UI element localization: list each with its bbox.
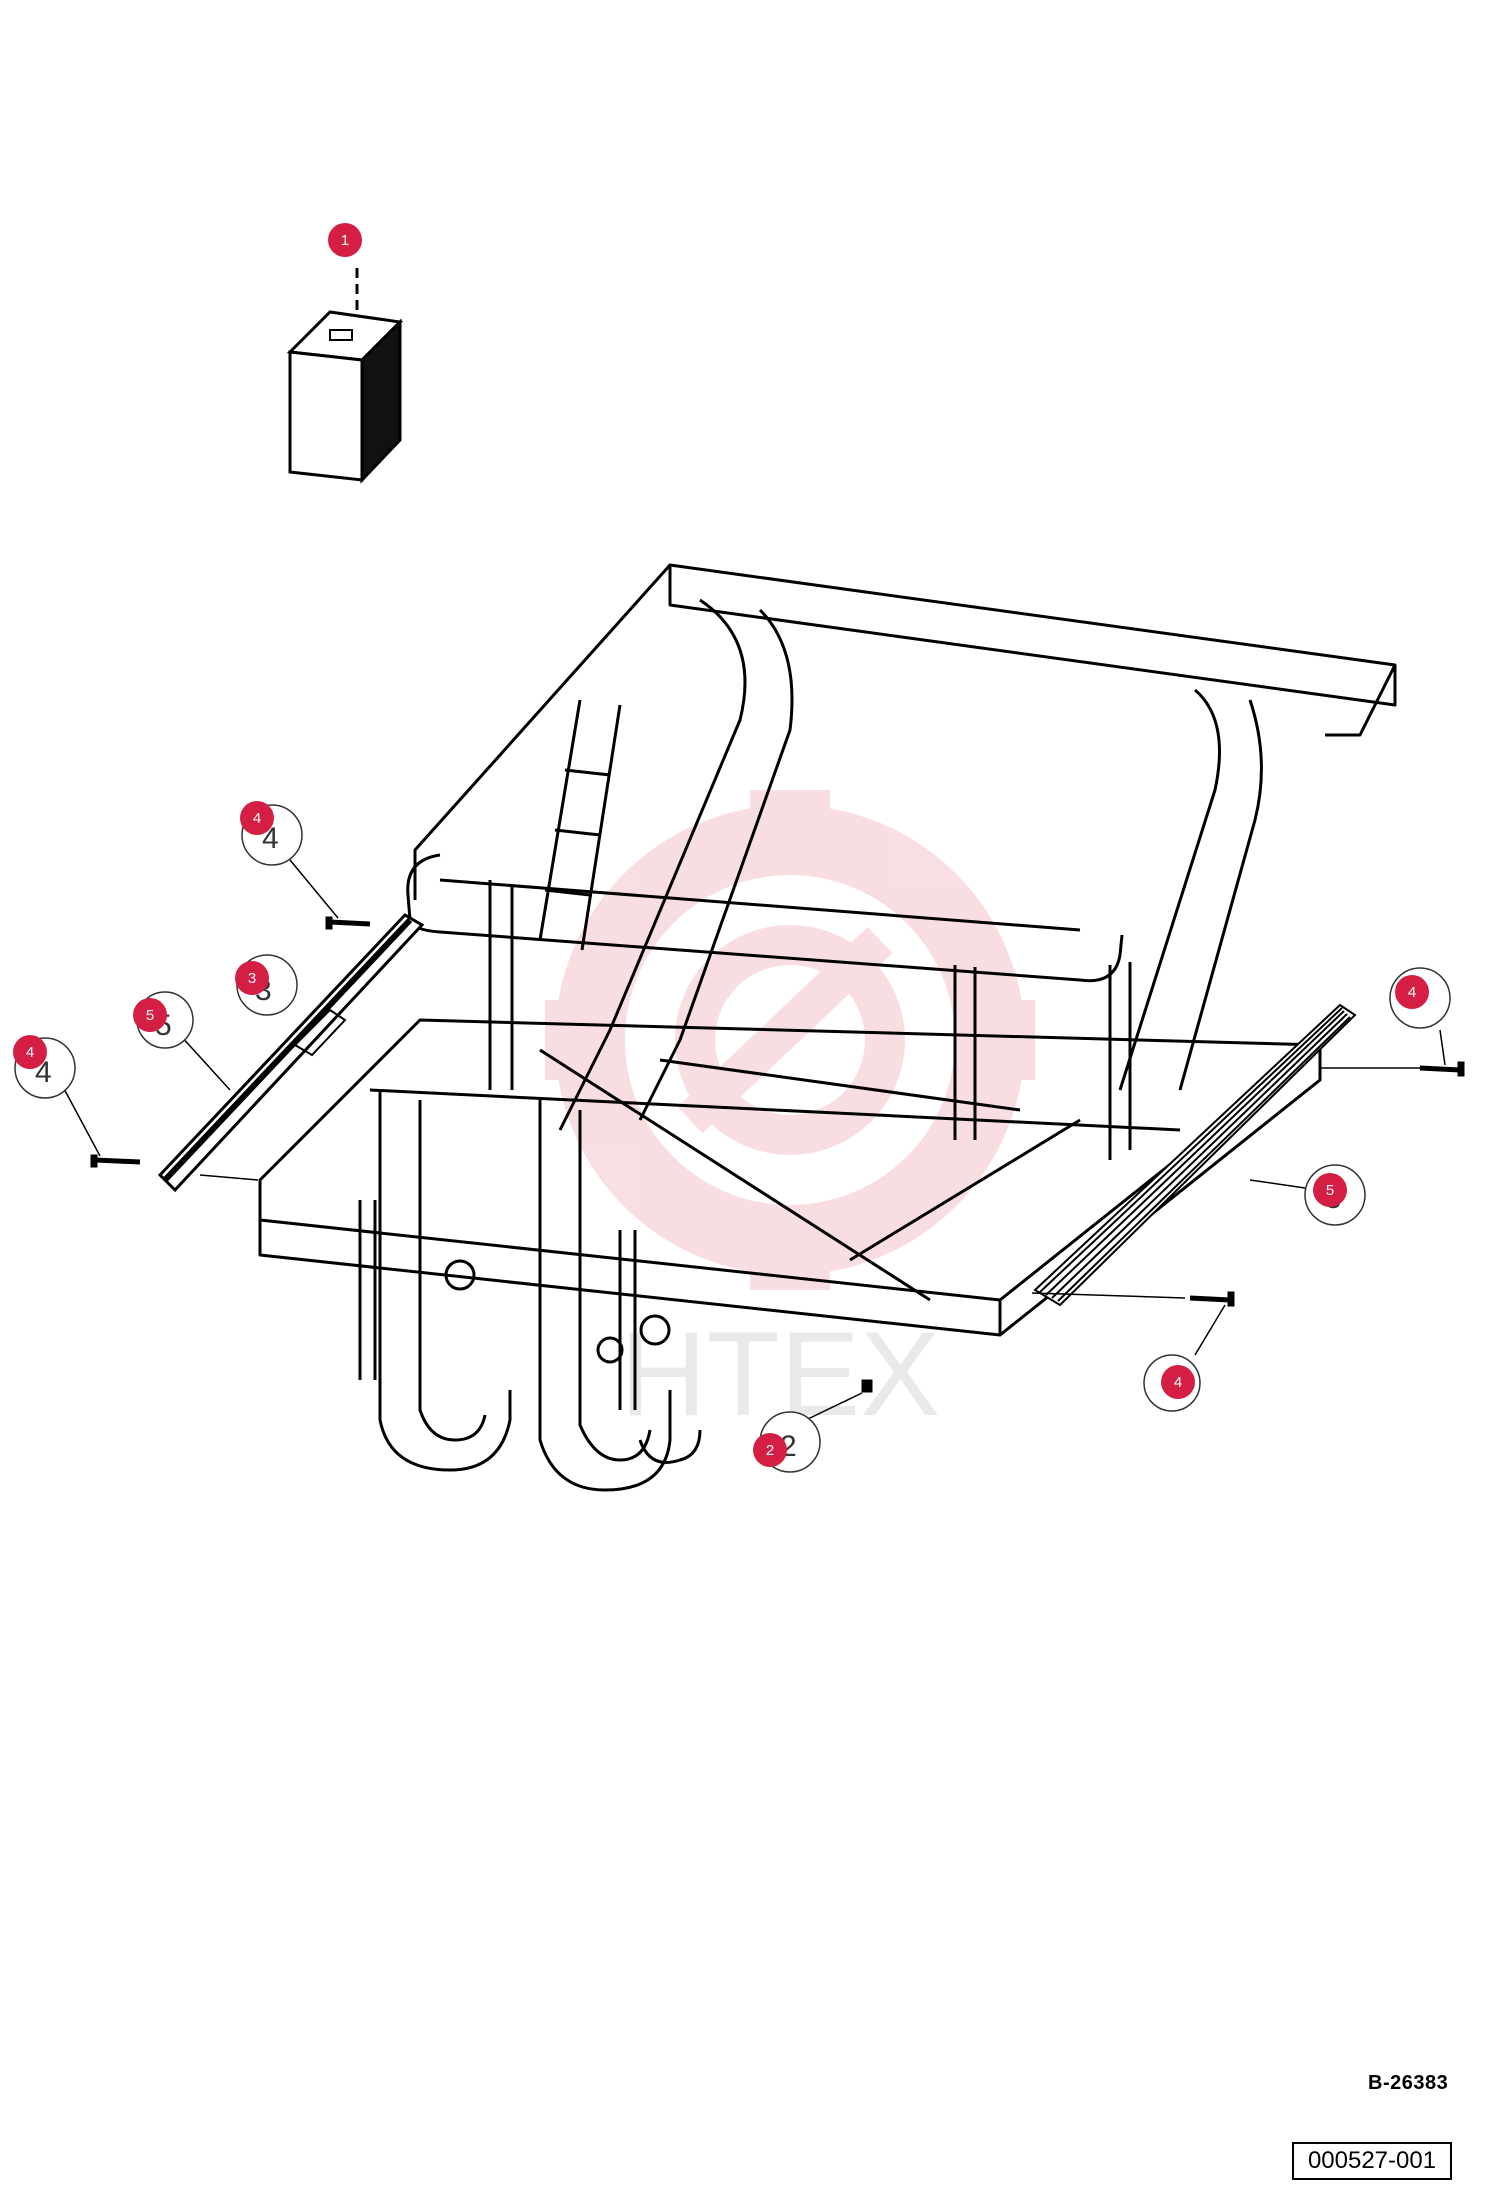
svg-text:4: 4: [26, 1044, 34, 1061]
svg-text:2: 2: [766, 1442, 774, 1459]
svg-text:4: 4: [1174, 1374, 1182, 1391]
callout-4-bottom-right: 4: [1161, 1365, 1195, 1399]
callout-4-left: 4: [13, 1035, 47, 1069]
frame-assembly: [258, 563, 1397, 1492]
watermark-logo: [545, 790, 1035, 1290]
svg-text:1: 1: [341, 232, 349, 249]
callout-1: 1: [328, 223, 362, 257]
svg-text:4: 4: [253, 810, 261, 827]
document-number: 000527-001: [1292, 2142, 1452, 2180]
callout-5-left: 5: [133, 998, 167, 1032]
callout-4-right: 4: [1395, 975, 1429, 1009]
svg-text:3: 3: [248, 970, 256, 987]
svg-text:5: 5: [1326, 1182, 1334, 1199]
bolts: [90, 916, 1465, 1393]
callout-3: 3: [235, 961, 269, 995]
callout-5-right: 5: [1313, 1173, 1347, 1207]
part-label-strip: [293, 1008, 347, 1057]
part-side-rail-left: [157, 913, 425, 1193]
part-box: [286, 310, 404, 484]
part-side-rail-right: [1033, 1003, 1357, 1307]
svg-text:4: 4: [1408, 984, 1416, 1001]
svg-text:5: 5: [146, 1007, 154, 1024]
drawing-code: B-26383: [1368, 2072, 1449, 2094]
callout-2: 2: [753, 1433, 787, 1467]
callout-4-top-left: 4: [240, 801, 274, 835]
